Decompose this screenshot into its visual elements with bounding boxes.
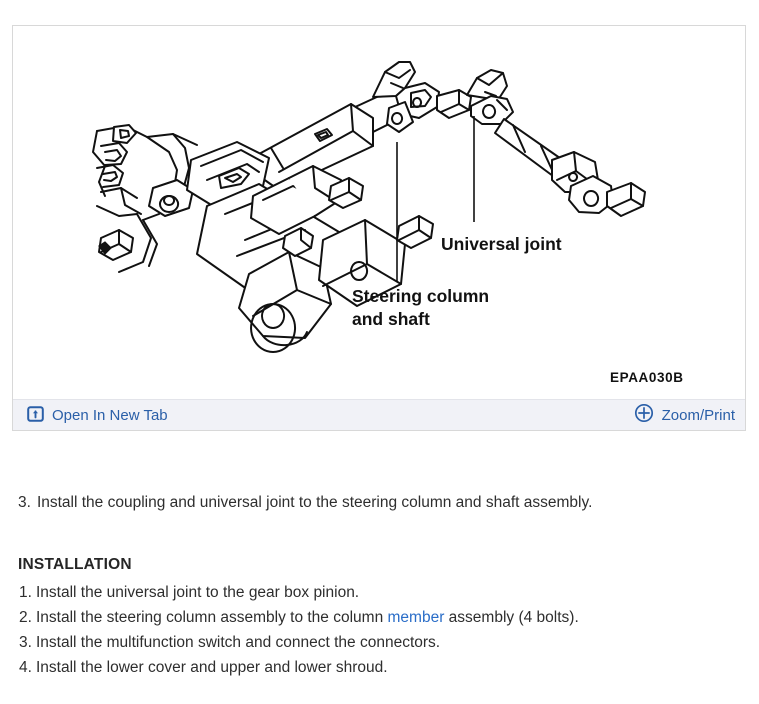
zoom-plus-icon (634, 403, 654, 427)
step-text: Install the lower cover and upper and lo… (36, 655, 388, 680)
list-item: 3. Install the multifunction switch and … (19, 630, 739, 655)
list-item: 2. Install the steering column assembly … (19, 605, 739, 630)
open-in-new-tab-label: Open In New Tab (52, 406, 168, 424)
intro-paragraph-number: 3. (18, 494, 31, 511)
step-text-before: Install the multifunction switch and con… (36, 634, 441, 651)
figure-viewer-toolbar: Open In New Tab Zoom/Print (13, 399, 745, 430)
open-in-new-tab-icon (27, 405, 44, 426)
figure-code: EPAA030B (610, 370, 684, 385)
label-universal-joint: Universal joint (441, 234, 562, 254)
label-steering-column-line2: and shaft (352, 309, 430, 329)
intro-paragraph-text: Install the coupling and universal joint… (36, 494, 593, 511)
step-text: Install the steering column assembly to … (36, 605, 579, 630)
step-text: Install the multifunction switch and con… (36, 630, 440, 655)
zoom-print-label: Zoom/Print (661, 406, 735, 424)
figure-viewer-panel: Universal joint Steering column and shaf… (12, 25, 746, 431)
step-number: 2. (19, 609, 32, 626)
step-text-before: Install the lower cover and upper and lo… (36, 659, 388, 676)
zoom-print-button[interactable]: Zoom/Print (634, 403, 735, 427)
section-heading-installation: INSTALLATION (18, 556, 132, 573)
figure-image-stage[interactable]: Universal joint Steering column and shaf… (13, 26, 745, 399)
step-text-after: assembly (4 bolts). (444, 609, 579, 626)
installation-steps-list: 1. Install the universal joint to the ge… (19, 580, 739, 680)
step-text-before: Install the universal joint to the gear … (36, 584, 360, 601)
step-text-before: Install the steering column assembly to … (36, 609, 388, 626)
step-number: 4. (19, 659, 32, 676)
label-steering-column-line1: Steering column (352, 286, 489, 306)
step-number: 3. (19, 634, 32, 651)
list-item: 1. Install the universal joint to the ge… (19, 580, 739, 605)
step-text: Install the universal joint to the gear … (36, 580, 359, 605)
open-in-new-tab-button[interactable]: Open In New Tab (27, 405, 168, 426)
intro-paragraph: 3. Install the coupling and universal jo… (18, 495, 738, 511)
steering-column-technical-diagram: Universal joint Steering column and shaf… (13, 26, 745, 399)
step-number: 1. (19, 584, 32, 601)
list-item: 4. Install the lower cover and upper and… (19, 655, 739, 680)
member-link[interactable]: member (387, 609, 445, 626)
